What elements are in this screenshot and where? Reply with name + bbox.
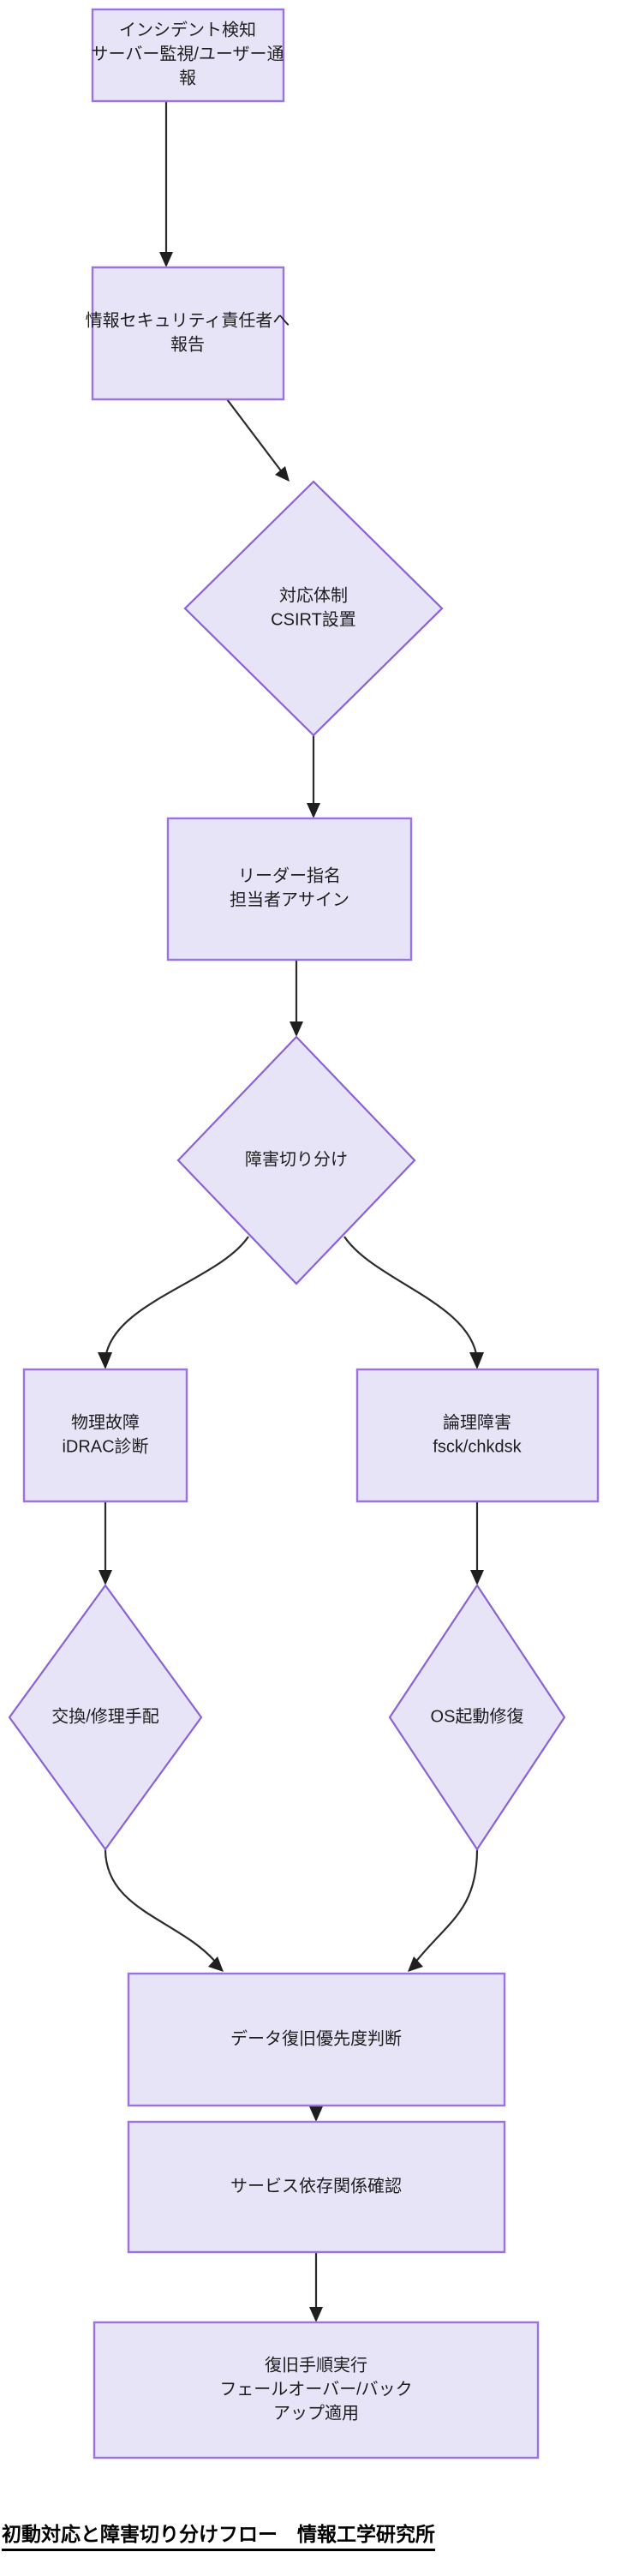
edge-n6-n8 bbox=[99, 1501, 112, 1585]
edge-n7-n9 bbox=[470, 1501, 484, 1585]
node-logical-failure-line-2: fsck/chkdsk bbox=[433, 1437, 522, 1456]
node-csirt-setup[interactable]: 対応体制 CSIRT設置 bbox=[183, 480, 444, 737]
node-incident-detection-line-2: サーバー監視/ユーザー通 bbox=[92, 44, 284, 63]
node-data-recovery-priority[interactable]: データ復旧優先度判断 bbox=[127, 1972, 506, 2107]
node-fault-isolation-line-1: 障害切り分け bbox=[245, 1149, 348, 1169]
edge-n10-n11 bbox=[309, 2106, 323, 2122]
node-execute-recovery-line-3: アップ適用 bbox=[273, 2403, 359, 2423]
node-csirt-setup-line-2: CSIRT設置 bbox=[271, 609, 356, 629]
node-assign-leader-line-2: 担当者アサイン bbox=[230, 890, 349, 909]
node-execute-recovery[interactable]: 復旧手順実行 フェールオーバー/バック アップ適用 bbox=[93, 2321, 540, 2459]
node-report-to-ciso-line-2: 報告 bbox=[170, 334, 205, 354]
edge-n2-n3 bbox=[226, 398, 290, 482]
node-physical-failure[interactable]: 物理故障 iDRAC診断 bbox=[22, 1368, 188, 1503]
node-data-recovery-priority-line-1: データ復旧優先度判断 bbox=[230, 2028, 402, 2048]
node-layer: インシデント検知 サーバー監視/ユーザー通 報 情報セキュリティ責任者へ 報告 … bbox=[8, 8, 600, 2459]
node-execute-recovery-line-2: フェールオーバー/バック bbox=[219, 2379, 412, 2399]
node-service-dependency-check-line-1: サービス依存関係確認 bbox=[230, 2176, 402, 2196]
edge-layer bbox=[98, 101, 484, 2322]
node-csirt-setup-line-1: 対応体制 bbox=[279, 585, 348, 605]
edge-n3-n4 bbox=[307, 735, 320, 818]
node-incident-detection[interactable]: インシデント検知 サーバー監視/ユーザー通 報 bbox=[92, 8, 285, 103]
edge-n8-n10 bbox=[104, 1848, 224, 1972]
node-replacement-repair-line-1: 交換/修理手配 bbox=[51, 1706, 159, 1726]
node-report-to-ciso-line-1: 情報セキュリティ責任者へ bbox=[86, 310, 290, 330]
edge-n5-n7 bbox=[343, 1236, 484, 1369]
edge-n5-n6 bbox=[98, 1236, 249, 1369]
node-physical-failure-line-1: 物理故障 bbox=[71, 1412, 140, 1432]
node-incident-detection-line-1: インシデント検知 bbox=[119, 20, 256, 39]
edge-n9-n10 bbox=[408, 1848, 479, 1972]
node-logical-failure[interactable]: 論理障害 fsck/chkdsk bbox=[355, 1368, 600, 1503]
node-physical-failure-line-2: iDRAC診断 bbox=[62, 1436, 148, 1456]
node-service-dependency-check[interactable]: サービス依存関係確認 bbox=[127, 2120, 506, 2254]
node-incident-detection-line-3: 報 bbox=[179, 68, 196, 87]
node-logical-failure-line-1: 論理障害 bbox=[443, 1412, 511, 1432]
diagram-caption: 初動対応と障害切り分けフロー 情報工学研究所 bbox=[0, 2518, 627, 2557]
node-assign-leader-line-1: リーダー指名 bbox=[238, 866, 341, 885]
node-report-to-ciso[interactable]: 情報セキュリティ責任者へ 報告 bbox=[86, 266, 290, 401]
node-execute-recovery-line-1: 復旧手順実行 bbox=[265, 2355, 367, 2375]
node-os-boot-repair[interactable]: OS起動修復 bbox=[388, 1584, 566, 1851]
node-assign-leader[interactable]: リーダー指名 担当者アサイン bbox=[166, 817, 413, 962]
node-fault-isolation[interactable]: 障害切り分け bbox=[176, 1035, 416, 1285]
edge-n1-n2 bbox=[159, 101, 173, 267]
diagram-caption-text: 初動対応と障害切り分けフロー 情報工学研究所 bbox=[2, 2518, 435, 2551]
edge-n11-n12 bbox=[309, 2252, 323, 2322]
node-os-boot-repair-line-1: OS起動修復 bbox=[431, 1706, 524, 1726]
edge-n4-n5 bbox=[290, 960, 303, 1037]
node-replacement-repair[interactable]: 交換/修理手配 bbox=[8, 1584, 203, 1851]
